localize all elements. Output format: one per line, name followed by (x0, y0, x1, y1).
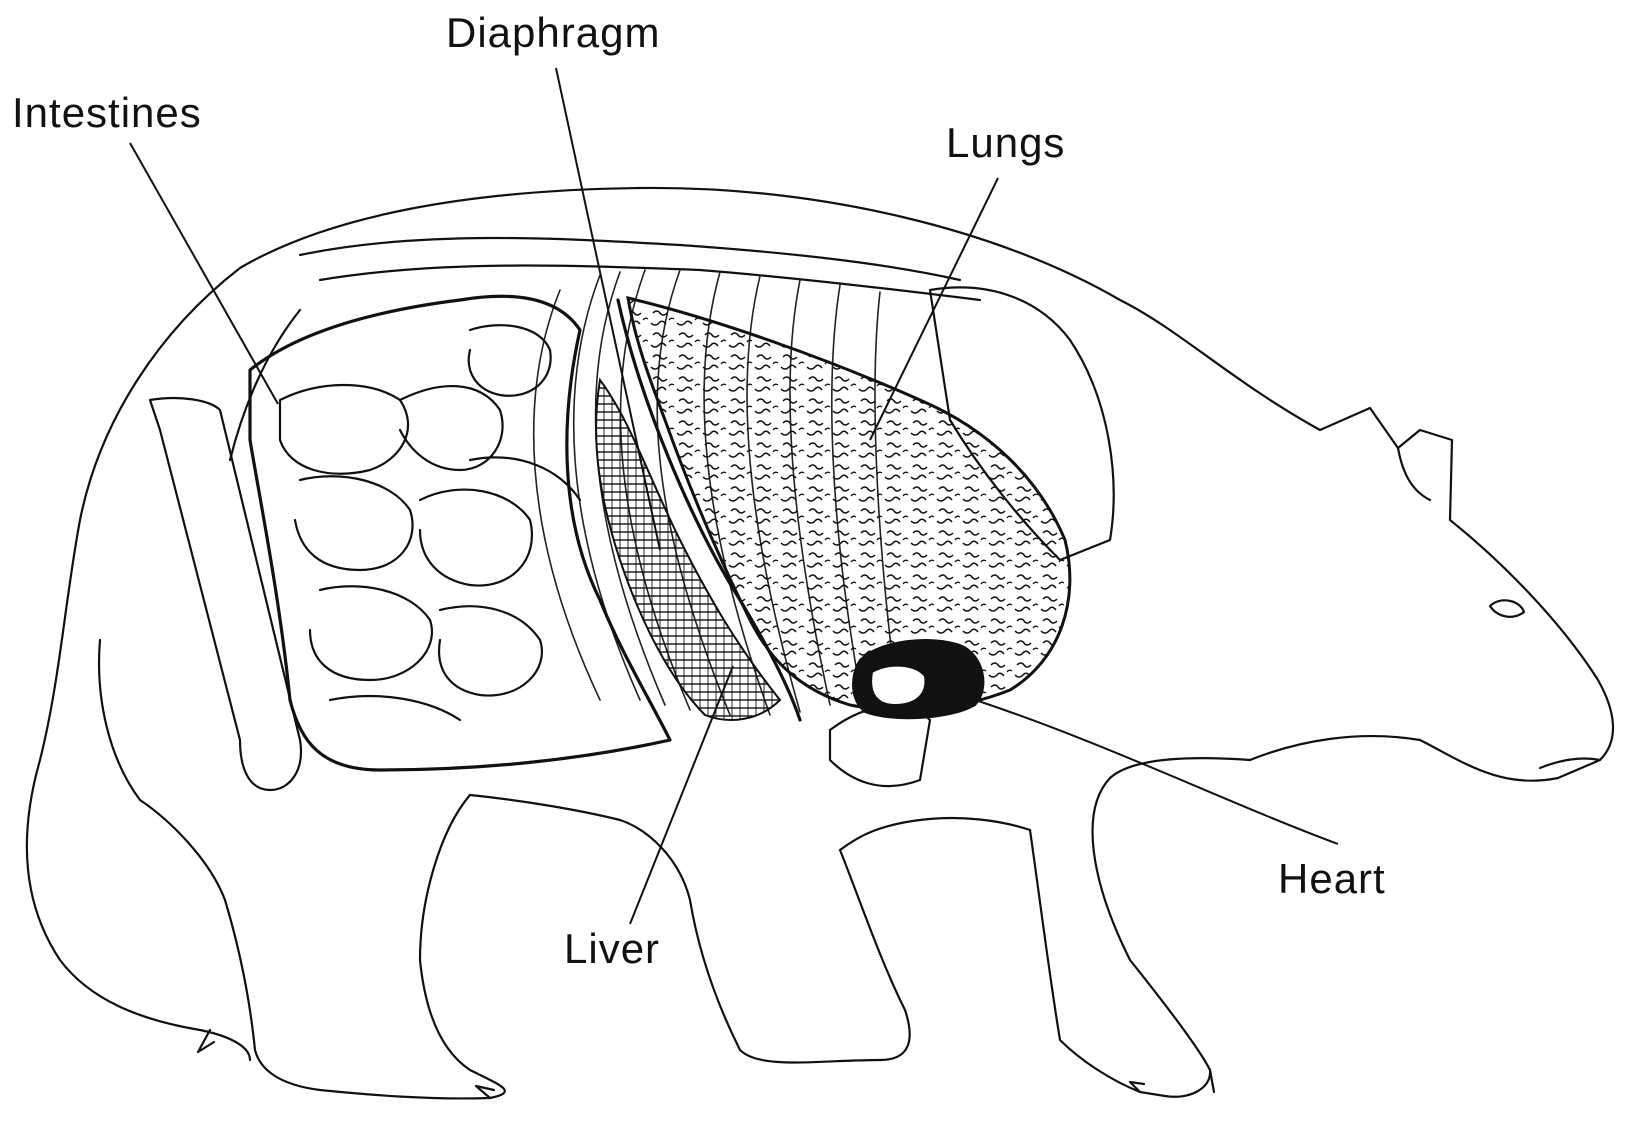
label-diaphragm: Diaphragm (446, 12, 660, 54)
label-lungs: Lungs (946, 122, 1065, 164)
label-liver: Liver (564, 928, 660, 970)
intestines (250, 296, 670, 770)
intestines-leader (130, 143, 278, 404)
lungs-leader (870, 178, 998, 440)
heart (853, 640, 983, 718)
liver-leader (630, 666, 733, 924)
label-heart: Heart (1278, 858, 1386, 900)
label-intestines: Intestines (12, 92, 202, 134)
heart-leader (960, 695, 1338, 844)
